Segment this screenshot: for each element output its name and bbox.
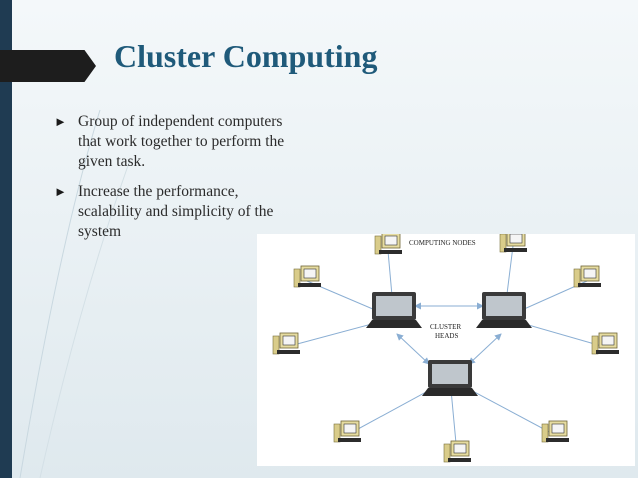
head-bottom-laptop-icon xyxy=(422,360,478,396)
bullet-item: ► Increase the performance, scalability … xyxy=(54,182,299,242)
cluster-diagram: COMPUTING NODES CLUSTER HEADS xyxy=(257,234,635,466)
node-8-computer-icon xyxy=(443,440,471,463)
head-left-laptop-icon xyxy=(366,292,422,328)
node-5-computer-icon xyxy=(272,332,300,355)
arrow-bullet-icon: ► xyxy=(54,184,67,199)
slide-title: Cluster Computing xyxy=(114,38,378,74)
label-computing-nodes: COMPUTING NODES xyxy=(409,239,476,247)
label-cluster-heads-line2: HEADS xyxy=(435,332,458,340)
node-1-computer-icon xyxy=(374,234,402,255)
bullet-text: Increase the performance, scalability an… xyxy=(78,183,274,240)
label-cluster-heads-line1: CLUSTER xyxy=(430,323,461,331)
bullet-list: ► Group of independent computers that wo… xyxy=(54,112,299,252)
node-9-computer-icon xyxy=(541,420,569,443)
arrow-bullet-icon: ► xyxy=(54,114,67,129)
node-7-computer-icon xyxy=(333,420,361,443)
node-4-computer-icon xyxy=(573,265,601,288)
left-accent-bar xyxy=(0,0,12,478)
bullet-text: Group of independent computers that work… xyxy=(78,113,285,170)
link-head-right-head-bottom xyxy=(468,333,502,365)
node-2-computer-icon xyxy=(499,234,527,253)
head-right-laptop-icon xyxy=(476,292,532,328)
node-6-computer-icon xyxy=(591,332,619,355)
bullet-item: ► Group of independent computers that wo… xyxy=(54,112,299,172)
title-arrow-tab xyxy=(0,50,96,82)
link-head-left-head-bottom xyxy=(396,333,430,365)
node-3-computer-icon xyxy=(293,265,321,288)
